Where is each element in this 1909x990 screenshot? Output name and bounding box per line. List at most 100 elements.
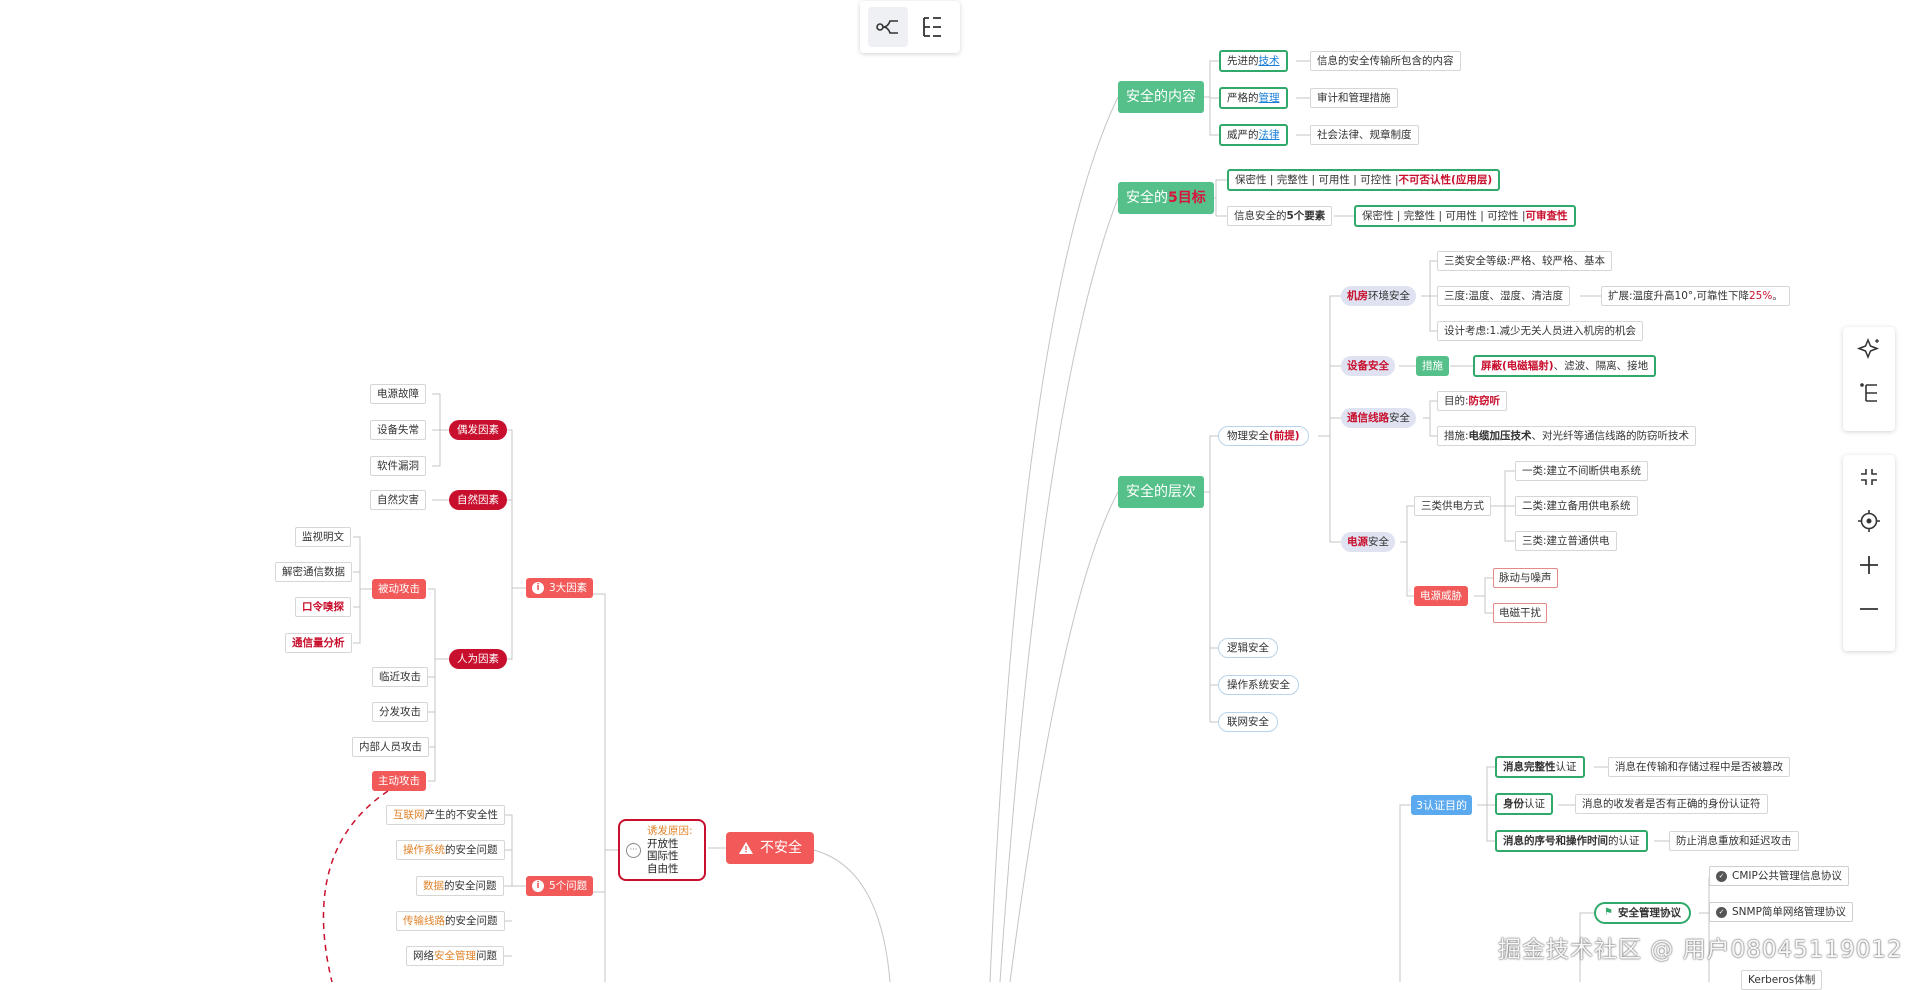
- outline-icon: [1860, 383, 1877, 402]
- supply-item[interactable]: 三类:建立普通供电: [1515, 531, 1617, 551]
- content-desc[interactable]: 社会法律、规章制度: [1310, 125, 1419, 145]
- outline-view-button[interactable]: [912, 7, 952, 47]
- supply-node[interactable]: 三类供电方式: [1414, 496, 1491, 516]
- protocol-item[interactable]: Kerberos体制: [1741, 970, 1823, 990]
- passive-item[interactable]: 解密通信数据: [275, 562, 352, 582]
- locate-button[interactable]: [1849, 499, 1889, 543]
- levels-node[interactable]: 安全的层次: [1118, 476, 1204, 508]
- connector-line: [1399, 804, 1411, 982]
- auth-node[interactable]: 3认证目的: [1411, 795, 1472, 815]
- problem-item[interactable]: 互联网产生的不安全性: [386, 805, 505, 825]
- comm-measure-text: 措施:: [1444, 429, 1469, 442]
- active-attack-node[interactable]: 主动攻击: [372, 771, 426, 791]
- auth-item[interactable]: 消息完整性认证: [1495, 756, 1585, 778]
- os-security-node[interactable]: 操作系统安全: [1218, 675, 1299, 695]
- cause-box[interactable]: ··· 诱发原因: 开放性 国际性 自由性: [618, 819, 706, 881]
- accidental-item[interactable]: 软件漏洞: [370, 456, 426, 476]
- problem-item[interactable]: 操作系统的安全问题: [396, 840, 505, 860]
- content-text: 严格的: [1227, 91, 1259, 104]
- machine-room-item[interactable]: 设计考虑:1.减少无关人员进入机房的机会: [1437, 321, 1644, 341]
- auth-desc[interactable]: 消息的收发者是否有正确的身份认证符: [1575, 794, 1768, 814]
- physical-security-node[interactable]: 物理安全 (前提): [1218, 426, 1309, 446]
- passive-item[interactable]: 监视明文: [295, 527, 351, 547]
- problem-item[interactable]: 网络安全管理问题: [406, 946, 504, 966]
- goals-row[interactable]: 保密性 | 完整性 | 可用性 | 可控性 | 不可否认性(应用层): [1227, 169, 1501, 191]
- content-item[interactable]: 威严的法律: [1219, 124, 1288, 146]
- measure-node[interactable]: 措施: [1416, 356, 1449, 376]
- passive-item[interactable]: 通信量分析: [285, 633, 352, 653]
- content-item[interactable]: 先进的技术: [1219, 50, 1288, 72]
- auth-desc[interactable]: 防止消息重放和延迟攻击: [1669, 831, 1799, 851]
- auth-text: 认证: [1555, 760, 1577, 773]
- protocol-item[interactable]: ✓CMIP公共管理信息协议: [1709, 866, 1849, 886]
- comm-text: 安全: [1389, 411, 1410, 424]
- problem-item[interactable]: 数据的安全问题: [416, 876, 504, 896]
- shield-item[interactable]: 屏蔽(电磁辐射)、滤波、隔离、接地: [1473, 355, 1657, 377]
- natural-item[interactable]: 自然灾害: [370, 490, 426, 510]
- power-threat-node[interactable]: 电源威胁: [1414, 586, 1468, 606]
- target-icon: [1858, 510, 1880, 532]
- device-security-node[interactable]: 设备安全: [1341, 356, 1395, 376]
- fit-screen-icon: [1861, 469, 1877, 485]
- watermark: 掘金技术社区 @ 用户08045119012: [1498, 937, 1903, 963]
- plus-icon: [1860, 556, 1878, 574]
- mindmap-view-button[interactable]: [868, 7, 908, 47]
- comm-purpose[interactable]: 目的:防窃听: [1437, 391, 1508, 411]
- attack-item[interactable]: 分发攻击: [372, 702, 428, 722]
- attack-item[interactable]: 内部人员攻击: [352, 737, 429, 757]
- accidental-node[interactable]: 偶发因素: [449, 420, 507, 440]
- zoom-out-button[interactable]: [1849, 587, 1889, 631]
- fit-screen-button[interactable]: [1849, 455, 1889, 499]
- human-node[interactable]: 人为因素: [449, 649, 507, 669]
- supply-item[interactable]: 一类:建立不间断供电系统: [1515, 461, 1649, 481]
- threat-item[interactable]: 电磁干扰: [1493, 603, 1547, 623]
- natural-node[interactable]: 自然因素: [449, 490, 507, 510]
- problem-hl: 数据: [423, 879, 444, 892]
- machine-room-item[interactable]: 三度:温度、湿度、清洁度: [1437, 286, 1571, 306]
- auth-item[interactable]: 消息的序号和操作时间的认证: [1495, 830, 1648, 852]
- protocol-label: SNMP简单网络管理协议: [1732, 905, 1846, 918]
- supply-item[interactable]: 二类:建立备用供电系统: [1515, 496, 1638, 516]
- problem-text: 的安全问题: [445, 843, 498, 856]
- problem-text: 的安全问题: [445, 914, 498, 927]
- comm-measure[interactable]: 措施:电缆加压技术、对光纤等通信线路的防窃听技术: [1437, 426, 1697, 446]
- comm-measure-hl: 电缆加压技术: [1468, 429, 1532, 442]
- ai-assistant-button[interactable]: [1849, 327, 1889, 371]
- power-hl: 电源: [1347, 535, 1368, 548]
- threat-item[interactable]: 脉动与噪声: [1493, 568, 1558, 588]
- accidental-item[interactable]: 设备失常: [370, 420, 426, 440]
- problem-hl: 互联网: [393, 808, 425, 821]
- passive-attack-node[interactable]: 被动攻击: [372, 579, 426, 599]
- accidental-item[interactable]: 电源故障: [370, 384, 426, 404]
- content-desc[interactable]: 审计和管理措施: [1310, 88, 1398, 108]
- zoom-in-button[interactable]: [1849, 543, 1889, 587]
- root-node[interactable]: 不安全: [726, 832, 814, 864]
- protocol-item[interactable]: ✓SNMP简单网络管理协议: [1709, 902, 1853, 922]
- ai-panel: [1843, 327, 1895, 431]
- comm-line-node[interactable]: 通信线路安全: [1341, 408, 1416, 428]
- warning-icon: [739, 842, 753, 854]
- power-node[interactable]: 电源安全: [1341, 532, 1395, 552]
- machine-room-item[interactable]: 三类安全等级:严格、较严格、基本: [1437, 251, 1613, 271]
- auth-desc[interactable]: 消息在传输和存储过程中是否被篡改: [1608, 757, 1790, 777]
- logic-security-node[interactable]: 逻辑安全: [1218, 638, 1278, 658]
- mgmt-protocol-node[interactable]: ⚑安全管理协议: [1594, 902, 1691, 924]
- network-security-node[interactable]: 联网安全: [1218, 712, 1278, 732]
- comm-measure-text: 、对光纤等通信线路的防窃听技术: [1531, 429, 1690, 442]
- auth-item[interactable]: 身份认证: [1495, 793, 1553, 815]
- passive-item[interactable]: 口令嗅探: [295, 597, 351, 617]
- expand-hl: 25%: [1749, 289, 1773, 302]
- outline-button[interactable]: [1849, 371, 1889, 415]
- problem-item[interactable]: 传输线路的安全问题: [396, 911, 505, 931]
- content-item[interactable]: 严格的管理: [1219, 87, 1288, 109]
- attack-item[interactable]: 临近攻击: [372, 667, 428, 687]
- machine-room-node[interactable]: 机房环境安全: [1341, 286, 1416, 306]
- elements-row[interactable]: 保密性 | 完整性 | 可用性 | 可控性 | 可审查性: [1354, 205, 1576, 227]
- content-desc[interactable]: 信息的安全传输所包含的内容: [1310, 51, 1461, 71]
- content-node[interactable]: 安全的内容: [1118, 81, 1204, 113]
